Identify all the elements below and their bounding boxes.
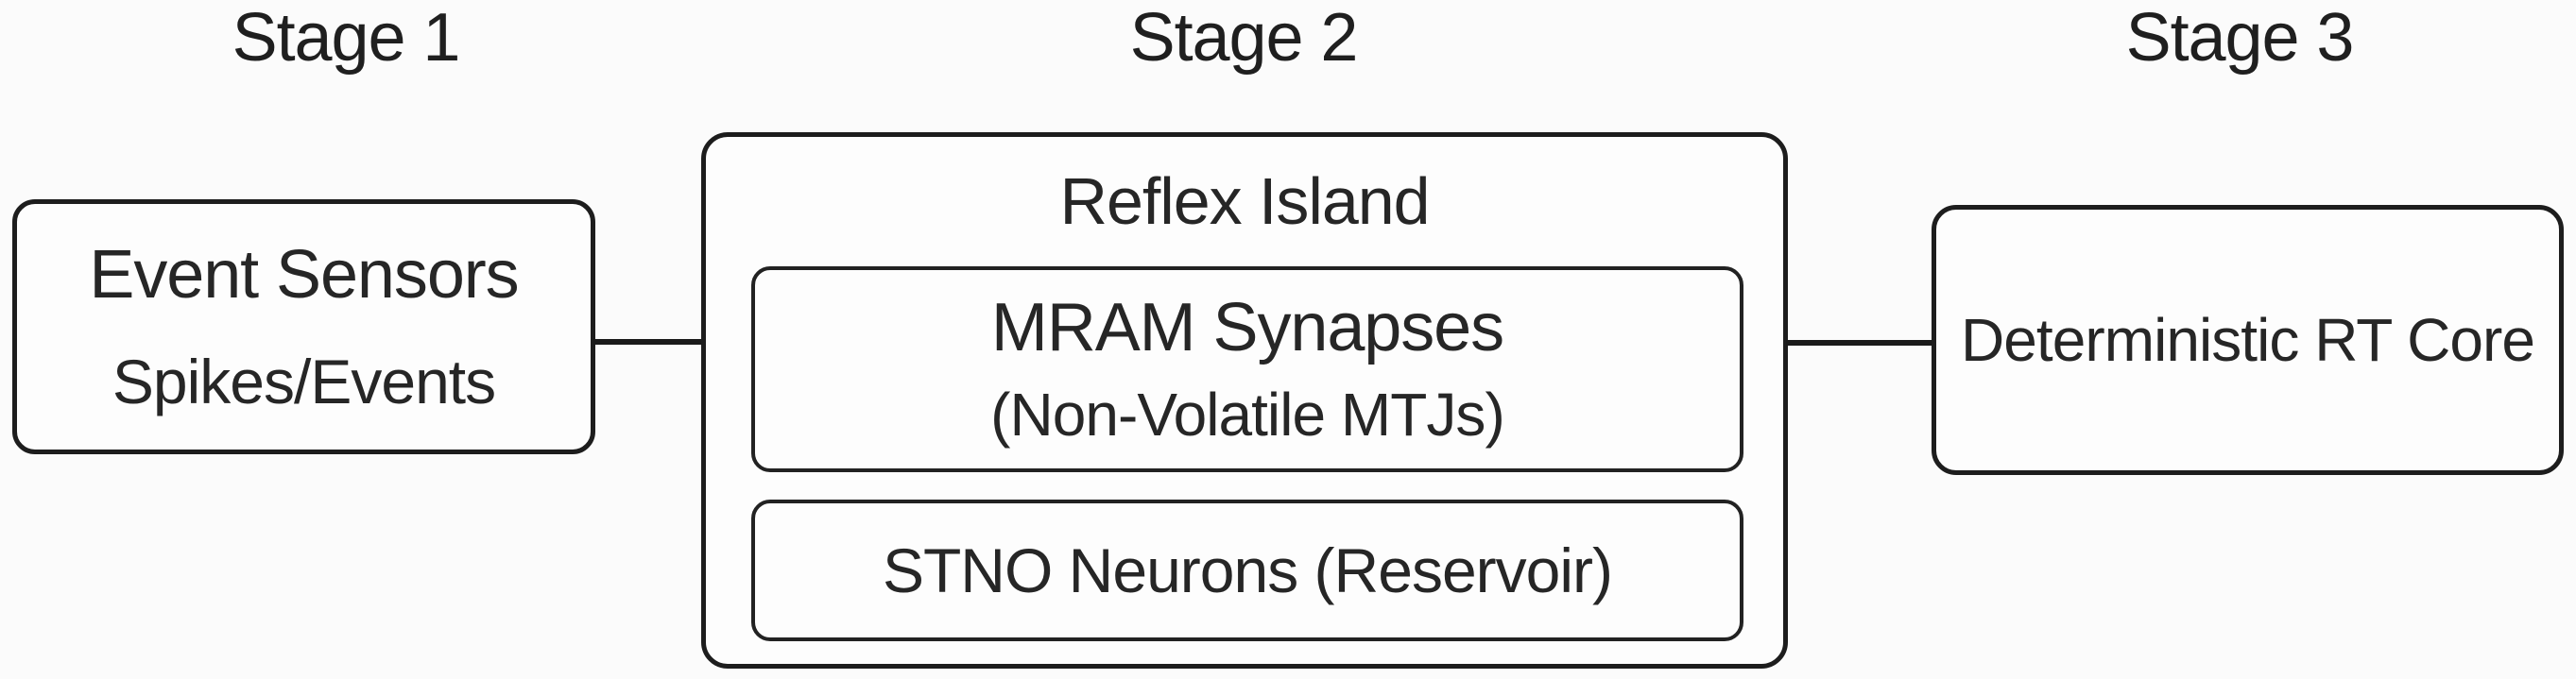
reflex-island-box: Reflex Island MRAM Synapses (Non-Volatil… — [701, 132, 1788, 669]
mram-synapses-box: MRAM Synapses (Non-Volatile MTJs) — [751, 266, 1743, 472]
stage-2-label: Stage 2 — [1129, 0, 1359, 76]
rt-core-title: Deterministic RT Core — [1961, 306, 2535, 374]
connector-island-to-core — [1786, 340, 1933, 346]
event-sensors-title: Event Sensors — [89, 237, 519, 313]
reflex-island-title: Reflex Island — [1059, 164, 1430, 238]
stno-neurons-box: STNO Neurons (Reservoir) — [751, 500, 1743, 641]
mram-synapses-subtitle: (Non-Volatile MTJs) — [990, 381, 1505, 449]
stage-3-label: Stage 3 — [2125, 0, 2355, 76]
event-sensors-subtitle: Spikes/Events — [112, 347, 496, 416]
stage-1-label: Stage 1 — [232, 0, 461, 76]
connector-sensors-to-island — [593, 339, 703, 345]
event-sensors-box: Event Sensors Spikes/Events — [12, 199, 595, 454]
rt-core-box: Deterministic RT Core — [1932, 205, 2564, 475]
stno-neurons-title: STNO Neurons (Reservoir) — [882, 535, 1613, 605]
mram-synapses-title: MRAM Synapses — [990, 290, 1504, 365]
